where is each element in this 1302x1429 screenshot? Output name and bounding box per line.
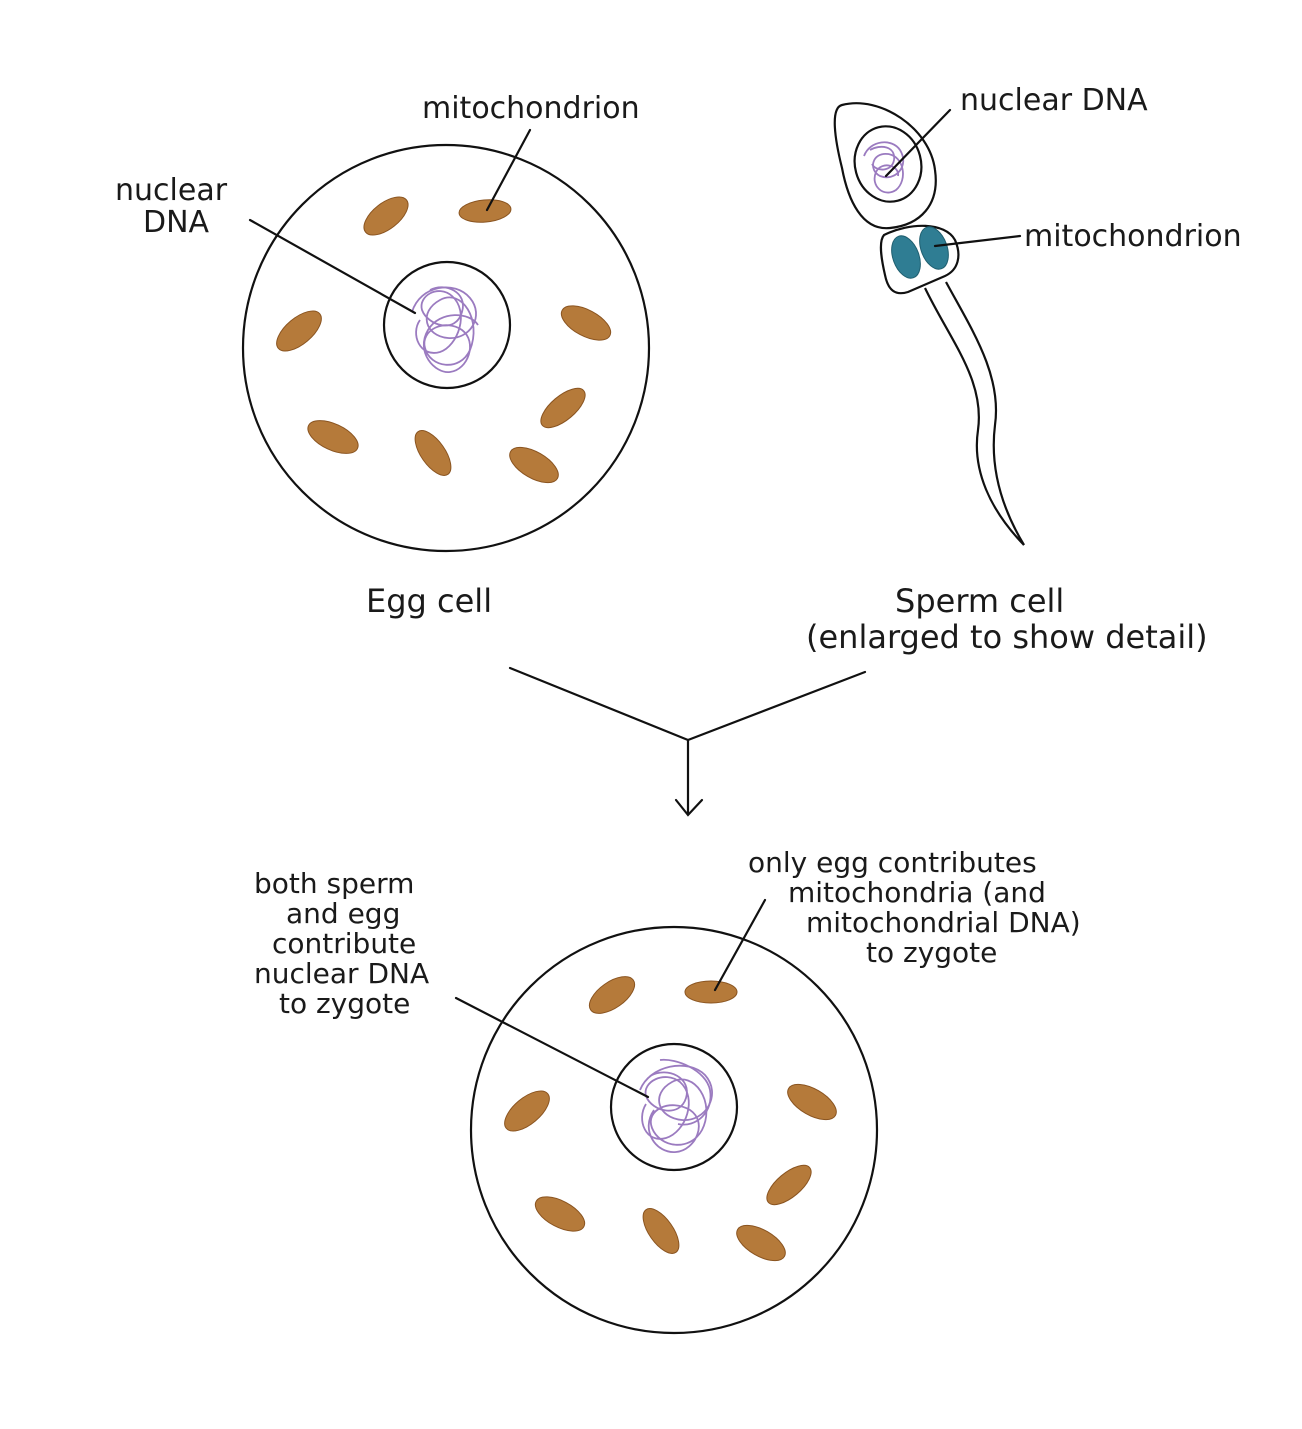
zygote-mitochondria	[504, 976, 837, 1262]
egg-nuclear-label-1: nuclear	[115, 173, 228, 208]
mitochondrion-egg	[560, 305, 612, 341]
egg-dna-leader	[248, 218, 417, 315]
sperm-head	[833, 102, 937, 230]
sperm-tail-outer	[945, 281, 1025, 546]
mitochondrion-egg	[766, 1164, 812, 1206]
dna-strand	[639, 1064, 713, 1153]
mitochondrion-egg	[787, 1083, 837, 1121]
egg-mito-label: mitochondrion	[422, 91, 640, 126]
mitochondrion-egg	[276, 310, 322, 352]
zygote-nuclear-label-line: and egg	[286, 897, 400, 930]
sperm-nuclear-dna	[863, 141, 905, 194]
zygote-nuclear-label: both sperm and egg contribute nuclear DN…	[254, 867, 429, 1020]
mitochondrion-egg	[363, 196, 409, 236]
dna-strand	[863, 141, 905, 194]
mitochondrion-egg	[414, 430, 452, 476]
zygote-mito-label-line: mitochondrial DNA)	[806, 906, 1081, 939]
sperm-nuclear-label: nuclear DNA	[960, 83, 1148, 118]
mitochondrion-egg	[736, 1224, 786, 1262]
egg-nuclear-dna	[411, 286, 479, 373]
mitochondrion-egg	[509, 446, 559, 484]
sperm-mito-leader	[933, 234, 1022, 248]
zygote-mito-label-line: only egg contributes	[748, 846, 1037, 879]
zygote-mito-leader	[713, 898, 767, 992]
arrow-right-branch	[686, 670, 867, 742]
dna-strand	[641, 1071, 690, 1140]
egg-mitochondria	[276, 196, 612, 484]
mitochondrion-egg	[540, 387, 586, 429]
mitochondrion-egg	[642, 1208, 680, 1254]
dna-strand	[411, 286, 479, 373]
mitochondrion-egg	[588, 976, 636, 1014]
mitochondrion-egg	[684, 980, 738, 1004]
sperm-cell: nuclear DNA mitochondrion Sperm cell (en…	[806, 83, 1242, 656]
sperm-nucleus	[853, 125, 923, 203]
mitochondrion-egg	[307, 420, 359, 454]
zygote-nuclear-dna	[639, 1058, 713, 1153]
zygote-nucleus	[609, 1042, 739, 1172]
mitochondrion-egg	[534, 1196, 586, 1232]
mitochondrion-egg	[458, 199, 512, 223]
egg-cell: mitochondrion nuclear DNA Egg cell	[115, 91, 651, 620]
zygote-dna-leader	[454, 996, 650, 1099]
zygote-nuclear-label-line: to zygote	[279, 987, 410, 1020]
fertilization-arrow	[508, 666, 867, 817]
sperm-caption-1: Sperm cell	[895, 582, 1064, 620]
egg-membrane	[241, 143, 651, 553]
zygote-mito-label-line: mitochondria (and	[788, 876, 1046, 909]
zygote-mito-label: only egg contributes mitochondria (and m…	[748, 846, 1081, 969]
zygote: both sperm and egg contribute nuclear DN…	[254, 846, 1081, 1335]
dna-strand	[869, 145, 895, 171]
egg-nucleus	[382, 260, 512, 390]
mitochondrion-sperm	[919, 226, 949, 270]
sperm-midpiece	[879, 224, 960, 295]
zygote-nuclear-label-line: contribute	[272, 927, 416, 960]
dna-strand	[415, 286, 464, 354]
sperm-caption-2: (enlarged to show detail)	[806, 618, 1208, 656]
arrow-left-branch	[508, 666, 690, 742]
egg-nuclear-label-2: DNA	[143, 205, 210, 240]
mitochondrion-sperm	[891, 235, 921, 279]
zygote-membrane	[469, 925, 879, 1335]
egg-caption: Egg cell	[366, 582, 492, 620]
dna-strand	[659, 1058, 712, 1126]
zygote-mito-label-line: to zygote	[866, 936, 997, 969]
egg-mito-leader	[485, 128, 532, 212]
mitochondrion-egg	[504, 1090, 550, 1132]
zygote-nuclear-label-line: both sperm	[254, 867, 414, 900]
sperm-dna-leader	[884, 108, 952, 178]
arrow-head	[674, 798, 704, 817]
sperm-mito-label: mitochondrion	[1024, 219, 1242, 254]
zygote-nuclear-label-line: nuclear DNA	[254, 957, 429, 990]
sperm-tail	[924, 287, 1025, 546]
